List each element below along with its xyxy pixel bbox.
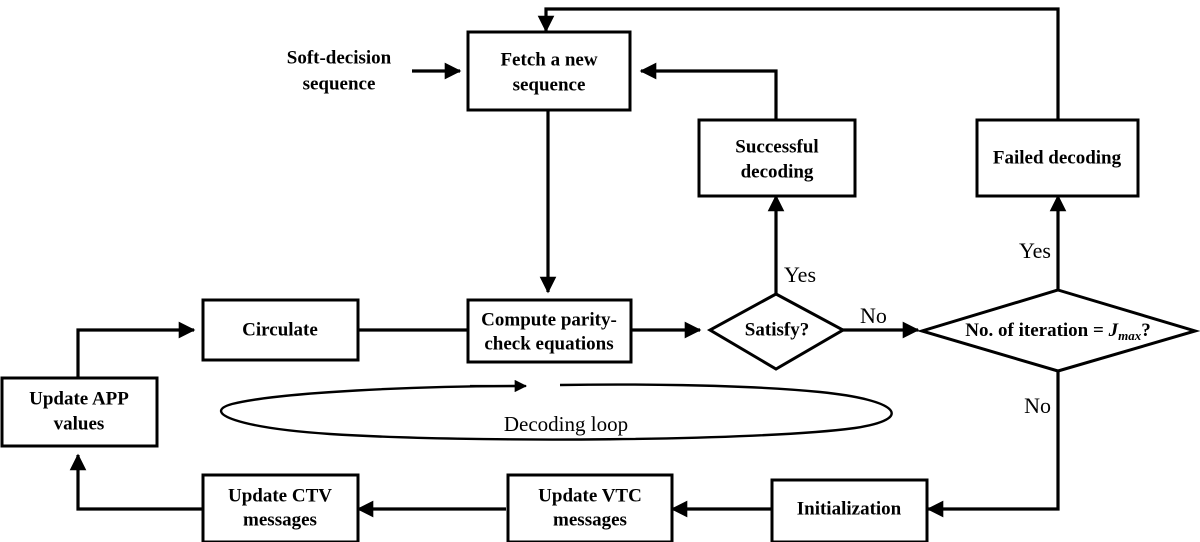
node-compute-label-line2: check equations (484, 333, 613, 354)
decoding-loop-label: Decoding loop (504, 412, 628, 436)
node-iteration-prefix: No. of iteration = (965, 320, 1108, 341)
node-iteration-var: J (1108, 320, 1119, 341)
node-updatectv-label-line1: Update CTV (228, 485, 332, 506)
branch-label-iteration-yes: Yes (1019, 238, 1051, 263)
node-successful-label-line2: decoding (741, 161, 814, 182)
branch-label-satisfy-no: No (860, 303, 887, 328)
node-updatectv-label-line2: messages (243, 509, 317, 530)
node-iteration-decision[interactable]: No. of iteration = Jmax? (916, 288, 1200, 373)
node-successful-label-line1: Successful (735, 136, 818, 157)
node-compute-parity-check[interactable]: Compute parity- check equations (466, 298, 633, 364)
node-failed-decoding[interactable]: Failed decoding (975, 118, 1140, 198)
node-initialization-label: Initialization (797, 498, 902, 519)
node-update-app-values[interactable]: Update APP values (0, 376, 159, 448)
node-circulate-label: Circulate (242, 319, 318, 340)
node-update-vtc-messages[interactable]: Update VTC messages (506, 473, 674, 542)
node-updateapp-label-line1: Update APP (29, 388, 129, 409)
edge-updatectv-to-updateapp (69, 453, 203, 511)
node-compute-label-line1: Compute parity- (481, 309, 617, 330)
node-successful-decoding[interactable]: Successful decoding (697, 118, 857, 198)
input-label-line2: sequence (303, 73, 376, 94)
node-iteration-sub: max (1118, 328, 1142, 343)
node-failed-label: Failed decoding (993, 147, 1122, 168)
node-satisfy-decision[interactable]: Satisfy? (706, 292, 847, 371)
node-circulate[interactable]: Circulate (201, 298, 360, 362)
edge-top-feedback-to-fetch (537, 7, 1060, 122)
node-updateapp-label-line2: values (54, 413, 105, 434)
node-initialization[interactable]: Initialization (770, 478, 929, 542)
node-fetch-a-new-sequence[interactable]: Fetch a new sequence (466, 30, 632, 112)
branch-label-iteration-no: No (1024, 393, 1051, 418)
node-updatevtc-label-line1: Update VTC (538, 485, 642, 506)
edge-updateapp-to-circulate (76, 321, 196, 378)
node-iteration-label: No. of iteration = Jmax? (965, 320, 1150, 343)
node-fetch-label-line2: sequence (513, 74, 586, 95)
node-satisfy-label: Satisfy? (745, 319, 809, 340)
input-label-line1: Soft-decision (287, 47, 392, 68)
edge-iteration-no-to-initialization (926, 370, 1060, 518)
node-fetch-label-line1: Fetch a new (500, 49, 597, 70)
node-updatevtc-label-line2: messages (553, 509, 627, 530)
label-soft-decision-sequence: Soft-decision sequence (287, 47, 392, 94)
edge-successful-to-fetch (639, 62, 778, 122)
node-update-ctv-messages[interactable]: Update CTV messages (201, 473, 360, 542)
branch-label-satisfy-yes: Yes (784, 262, 816, 287)
node-iteration-suffix: ? (1141, 320, 1151, 341)
decoding-loop-ellipse (219, 383, 893, 441)
